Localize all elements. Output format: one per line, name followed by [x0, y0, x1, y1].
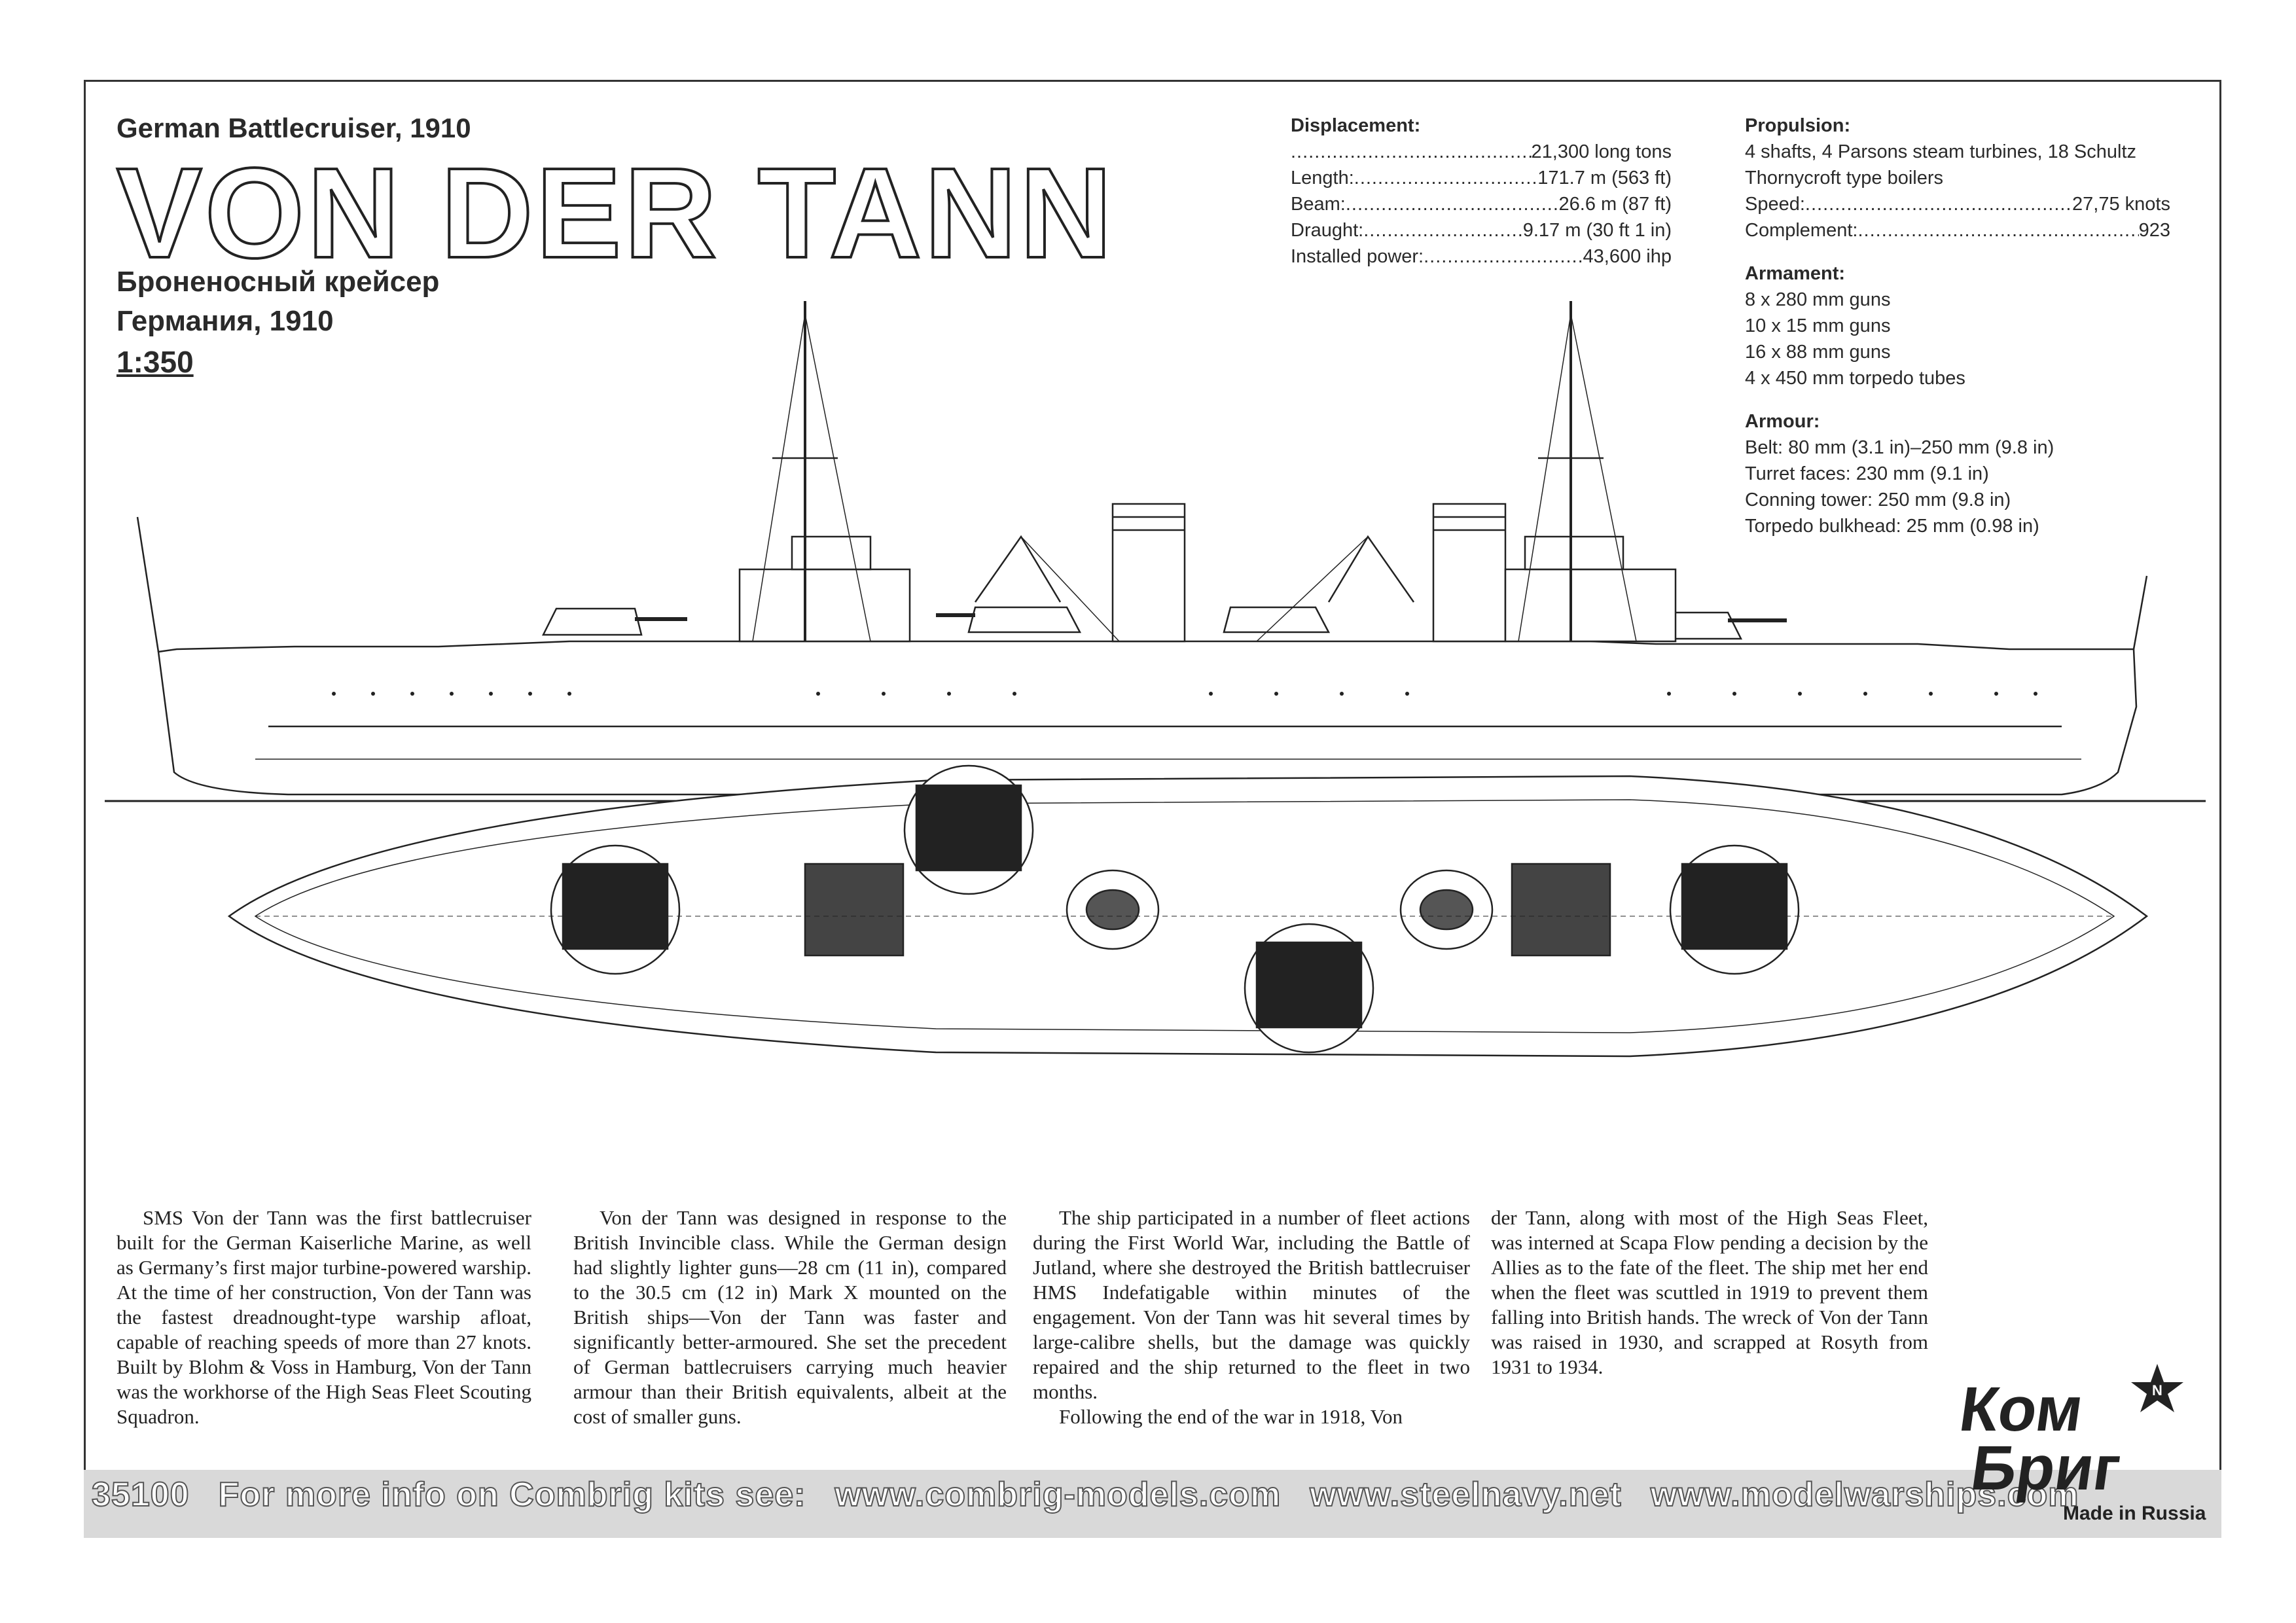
armament-item: 16 x 88 mm guns	[1745, 342, 1891, 363]
complement-value: 923	[2138, 220, 2170, 241]
power-row: Installed power: 43,600 ihp	[1291, 243, 1672, 270]
footer-bar	[84, 1470, 2221, 1538]
top-plan-drawing	[227, 764, 2149, 1058]
scale-label: 1:350	[117, 345, 194, 379]
speed-label: Speed:	[1745, 194, 1805, 215]
draught-value: 9.17 m (30 ft 1 in)	[1522, 220, 1672, 241]
armour-item: Torpedo bulkhead: 25 mm (0.98 in)	[1745, 516, 2039, 537]
length-row: Length: 171.7 m (563 ft)	[1291, 165, 1672, 191]
armament-heading: Armament:	[1745, 263, 1846, 284]
armour-heading: Armour:	[1745, 411, 1820, 432]
footer-info-text: For more info on Combrig kits see:	[218, 1475, 806, 1514]
draught-label: Draught:	[1291, 220, 1364, 241]
power-label: Installed power:	[1291, 246, 1424, 267]
draught-row: Draught: 9.17 m (30 ft 1 in)	[1291, 217, 1672, 243]
power-value: 43,600 ihp	[1583, 246, 1672, 267]
length-value: 171.7 m (563 ft)	[1537, 168, 1672, 188]
history-column-3: The ship participated in a number of fle…	[1033, 1205, 1470, 1429]
paragraph: Von der Tann was designed in response to…	[573, 1206, 1007, 1428]
subtitle-russian-line2: Германия, 1910	[117, 305, 334, 337]
history-column-4: der Tann, along with most of the High Se…	[1491, 1205, 1928, 1380]
armament-item: 10 x 15 mm guns	[1745, 315, 1891, 336]
specs-dimensions: Displacement: 21,300 long tons Length: 17…	[1291, 113, 1672, 270]
svg-text:Ком: Ком	[1961, 1374, 2088, 1444]
made-in-russia-label: Made in Russia	[2063, 1503, 2206, 1524]
beam-row: Beam: 26.6 m (87 ft)	[1291, 191, 1672, 217]
displacement-value: 21,300 long tons	[1531, 141, 1672, 162]
paragraph: The ship participated in a number of fle…	[1033, 1206, 1470, 1403]
paragraph: Following the end of the war in 1918, Vo…	[1059, 1405, 1403, 1428]
paragraph: der Tann, along with most of the High Se…	[1491, 1206, 1928, 1378]
beam-label: Beam:	[1291, 194, 1346, 215]
website-link-modelwarships[interactable]: www.modelwarships.com	[1650, 1475, 2079, 1514]
propulsion-line1: 4 shafts, 4 Parsons steam turbines, 18 S…	[1745, 141, 2137, 162]
website-link-combrig[interactable]: www.combrig-models.com	[834, 1475, 1282, 1514]
ship-drawings	[105, 301, 2206, 1058]
armour-item: Conning tower: 250 mm (9.8 in)	[1745, 490, 2011, 510]
website-link-steelnavy[interactable]: www.steelnavy.net	[1309, 1475, 1622, 1514]
paragraph: SMS Von der Tann was the first battlecru…	[117, 1206, 531, 1428]
ship-name-title: VON DER TANN	[115, 141, 1115, 285]
propulsion-heading: Propulsion:	[1745, 115, 1851, 136]
complement-row: Complement: 923	[1745, 217, 2170, 243]
speed-row: Speed: 27,75 knots	[1745, 191, 2170, 217]
side-profile-drawing	[105, 301, 2206, 802]
displacement-heading: Displacement:	[1291, 115, 1421, 136]
history-column-1: SMS Von der Tann was the first battlecru…	[117, 1205, 531, 1429]
armament-item: 4 x 450 mm torpedo tubes	[1745, 368, 1965, 389]
propulsion-line2: Thornycroft type boilers	[1745, 168, 1944, 188]
specs-propulsion-armament: Propulsion: 4 shafts, 4 Parsons steam tu…	[1745, 113, 2170, 539]
displacement-row: 21,300 long tons	[1291, 139, 1672, 165]
beam-value: 26.6 m (87 ft)	[1558, 194, 1672, 215]
subtitle-russian-line1: Броненосный крейсер	[117, 266, 440, 298]
combrig-logo: Ком Бриг N	[1961, 1364, 2183, 1503]
speed-value: 27,75 knots	[2072, 194, 2170, 215]
svg-text:N: N	[2152, 1382, 2162, 1399]
subtitle-english: German Battlecruiser, 1910	[117, 113, 471, 143]
length-label: Length:	[1291, 168, 1354, 188]
armour-item: Turret faces: 230 mm (9.1 in)	[1745, 463, 1989, 484]
history-column-2: Von der Tann was designed in response to…	[573, 1205, 1007, 1429]
armament-item: 8 x 280 mm guns	[1745, 289, 1891, 310]
complement-label: Complement:	[1745, 220, 1858, 241]
svg-text:Бриг: Бриг	[1967, 1433, 2125, 1503]
kit-code: 35100	[91, 1475, 190, 1514]
footer-links: 35100 For more info on Combrig kits see: w…	[91, 1475, 2108, 1514]
armour-item: Belt: 80 mm (3.1 in)–250 mm (9.8 in)	[1745, 437, 2054, 458]
